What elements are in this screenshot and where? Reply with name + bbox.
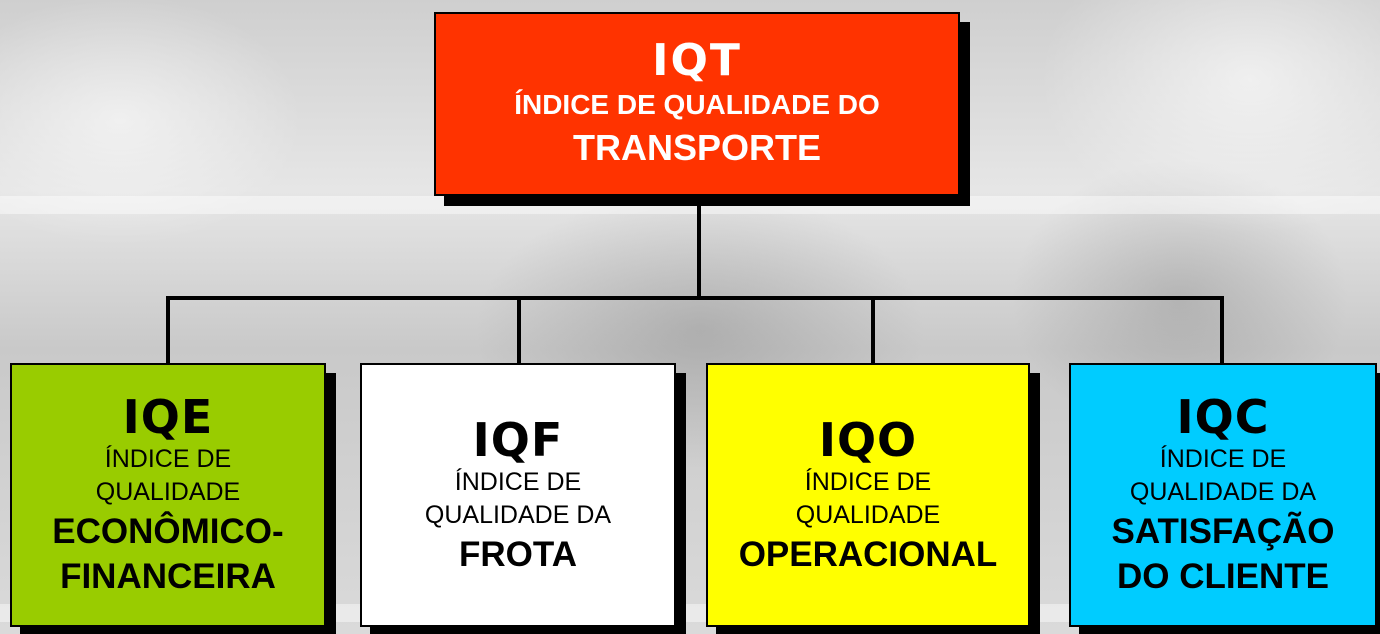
node-iqo-line2: QUALIDADE — [795, 500, 941, 529]
node-iqf-abbr: IQF — [472, 412, 564, 467]
node-iqo-emph1: OPERACIONAL — [738, 534, 998, 574]
node-iqo-line1: ÍNDICE DE — [804, 467, 932, 496]
node-iqc: IQC ÍNDICE DE QUALIDADE DA SATISFAÇÃO DO… — [1069, 363, 1377, 627]
connector-iqc — [1220, 296, 1224, 363]
node-iqf-line1: ÍNDICE DE — [454, 467, 582, 496]
node-iqe-emph1: ECONÔMICO- — [52, 512, 284, 551]
node-iqf-emph1: FROTA — [459, 534, 577, 574]
connector-bar — [166, 296, 1224, 300]
connector-iqf — [517, 296, 521, 363]
node-iqf: IQF ÍNDICE DE QUALIDADE DA FROTA — [360, 363, 676, 627]
background-band — [0, 196, 1380, 214]
node-iqc-line1: ÍNDICE DE — [1159, 445, 1287, 473]
node-iqe-line2: QUALIDADE — [95, 478, 241, 506]
connector-iqo — [871, 296, 875, 363]
node-iqe-line1: ÍNDICE DE — [104, 445, 232, 473]
node-iqe: IQE ÍNDICE DE QUALIDADE ECONÔMICO- FINAN… — [10, 363, 326, 627]
node-iqc-abbr: IQC — [1176, 390, 1270, 444]
node-iqt-line1: ÍNDICE DE QUALIDADE DO — [514, 89, 880, 120]
node-iqf-line2: QUALIDADE DA — [424, 500, 612, 529]
node-iqt-line2: TRANSPORTE — [572, 127, 821, 168]
node-iqc-emph1: SATISFAÇÃO — [1111, 512, 1335, 551]
connector-trunk — [697, 196, 701, 297]
node-iqe-emph2: FINANCEIRA — [60, 557, 276, 596]
node-iqe-abbr: IQE — [122, 390, 214, 444]
node-iqt: IQT ÍNDICE DE QUALIDADE DO TRANSPORTE — [434, 12, 960, 196]
node-iqo: IQO ÍNDICE DE QUALIDADE OPERACIONAL — [706, 363, 1030, 627]
background-band — [0, 604, 1380, 622]
connector-iqe — [166, 296, 170, 363]
node-iqt-abbr: IQT — [652, 35, 742, 86]
node-iqo-abbr: IQO — [818, 412, 918, 467]
node-iqc-line2: QUALIDADE DA — [1129, 478, 1317, 506]
node-iqc-emph2: DO CLIENTE — [1117, 557, 1329, 596]
